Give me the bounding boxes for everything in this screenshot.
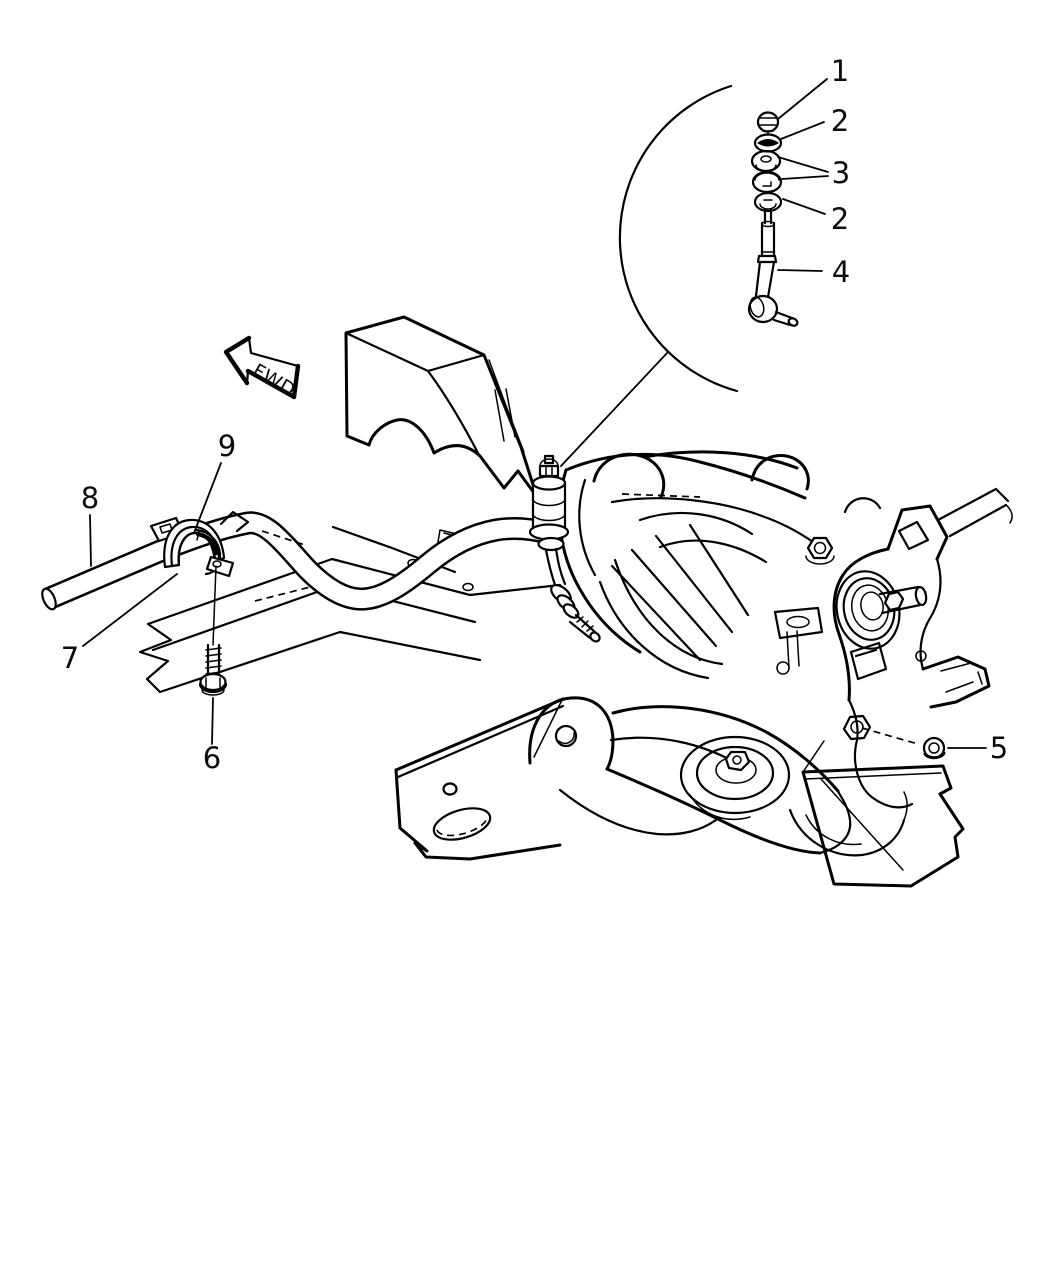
retainer-washer-lower	[753, 191, 783, 213]
callout-2-upper-label: 2	[831, 104, 849, 138]
spindle	[878, 585, 928, 615]
attaching-nut-5	[861, 727, 946, 760]
callout-6: 6	[203, 697, 221, 775]
callout-5-label: 5	[990, 731, 1008, 765]
callout-5: 5	[947, 731, 1008, 765]
link-lower-boot	[550, 583, 601, 643]
detail-circle	[560, 84, 739, 467]
stabilizer-link	[747, 208, 799, 327]
callout-8-label: 8	[81, 481, 99, 515]
axle-differential	[558, 452, 824, 680]
rail-hole	[442, 782, 458, 796]
stabilizer-bar	[41, 511, 551, 611]
callout-7: 7	[61, 573, 178, 675]
frame-crossmember	[138, 525, 562, 694]
steering-knuckle	[788, 504, 991, 857]
clamp-bolt	[198, 565, 228, 696]
callout-1: 1	[777, 54, 849, 120]
callout-8: 8	[81, 481, 99, 567]
installed-link	[528, 454, 601, 643]
callout-6-label: 6	[203, 741, 221, 775]
bar-end-cap	[41, 587, 57, 611]
break-line	[138, 622, 173, 694]
lower-control-arm	[528, 696, 852, 855]
exploded-link-stack	[747, 111, 799, 327]
bushing-upper	[750, 149, 782, 173]
splash-shield	[344, 315, 539, 499]
fwd-arrow: FWD	[223, 335, 301, 402]
upper-control-arm	[592, 450, 1013, 565]
link-nut	[756, 111, 780, 133]
callout-2-upper: 2	[780, 104, 849, 140]
bolt-head	[199, 672, 227, 692]
spring-seat	[679, 735, 791, 821]
arm-rear-tab	[773, 606, 824, 640]
callout-4: 4	[777, 255, 850, 289]
callout-9-label: 9	[218, 429, 236, 463]
callout-4-label: 4	[832, 255, 850, 289]
callout-2-lower-label: 2	[831, 202, 849, 236]
crossmember-hole	[462, 582, 474, 592]
caliper-mount	[921, 655, 991, 709]
callout-9: 9	[193, 429, 236, 534]
callout-2-lower: 2	[782, 198, 849, 236]
frame-rail	[394, 697, 565, 861]
arm-stud-nut	[806, 536, 834, 560]
bushing-lower	[751, 170, 783, 194]
callout-3: 3	[777, 156, 850, 190]
arm-pivot-hole	[554, 724, 578, 748]
link-ball-end	[747, 294, 779, 324]
callout-7-label: 7	[61, 641, 79, 675]
callout-3-label: 3	[832, 156, 850, 190]
detail-leader-line	[560, 351, 669, 467]
fwd-arrow-label: FWD	[249, 360, 300, 402]
rail-oval-hole	[432, 807, 492, 841]
lower-splash-shield	[801, 740, 965, 888]
callout-1-label: 1	[831, 54, 849, 88]
